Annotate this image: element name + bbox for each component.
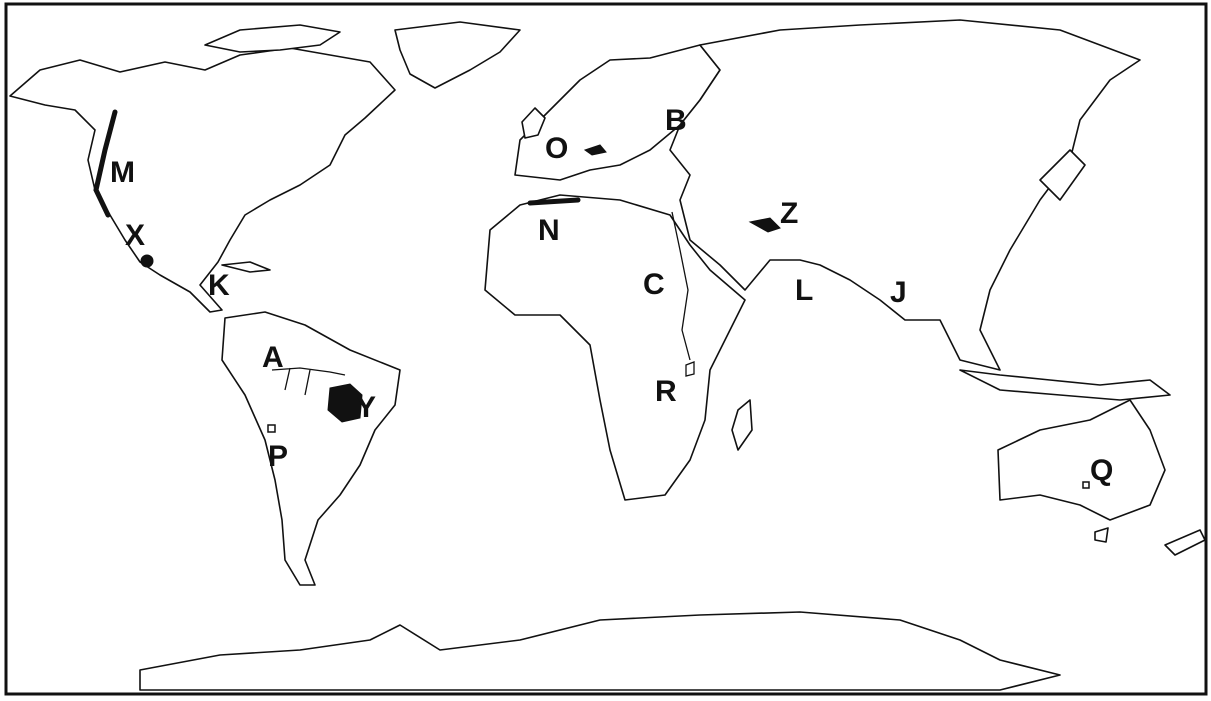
feature-r-lake — [685, 361, 695, 377]
label-r: R — [655, 375, 677, 408]
north-america — [9, 47, 396, 313]
label-x: X — [125, 219, 145, 252]
label-c: C — [643, 268, 665, 301]
label-z: Z — [780, 197, 798, 230]
label-p: P — [268, 440, 288, 473]
label-l: L — [795, 274, 813, 307]
cuba — [221, 261, 271, 273]
feature-o-marker — [583, 144, 607, 156]
label-q: Q — [1090, 454, 1113, 487]
feature-p-marker — [267, 424, 276, 433]
label-y: Y — [356, 391, 376, 424]
asia — [669, 19, 1141, 371]
feature-y-region — [327, 383, 363, 423]
south-america — [221, 311, 401, 586]
label-n: N — [538, 214, 560, 247]
label-k: K — [208, 269, 230, 302]
label-j: J — [890, 276, 907, 309]
antarctica — [139, 611, 1061, 691]
feature-x-marker — [140, 254, 154, 268]
label-m: M — [110, 156, 135, 189]
atlas-mountains-feature — [527, 197, 581, 206]
amazon-river — [271, 367, 346, 396]
africa — [484, 194, 746, 501]
label-a: A — [262, 341, 284, 374]
feature-q-marker — [1082, 481, 1090, 489]
feature-z-region — [748, 217, 781, 233]
tasmania — [1094, 527, 1109, 543]
australia — [997, 399, 1166, 521]
label-b: B — [665, 104, 687, 137]
japan — [1039, 149, 1086, 201]
new-zealand — [1164, 529, 1206, 556]
arctic-islands — [204, 24, 341, 53]
indonesia — [959, 369, 1171, 401]
nile-river — [671, 211, 691, 361]
greenland — [394, 21, 521, 89]
britain — [521, 107, 546, 139]
map-border — [4, 2, 1208, 696]
rocky-mountains-feature — [93, 109, 118, 218]
label-o: O — [545, 132, 568, 165]
madagascar — [731, 399, 753, 451]
